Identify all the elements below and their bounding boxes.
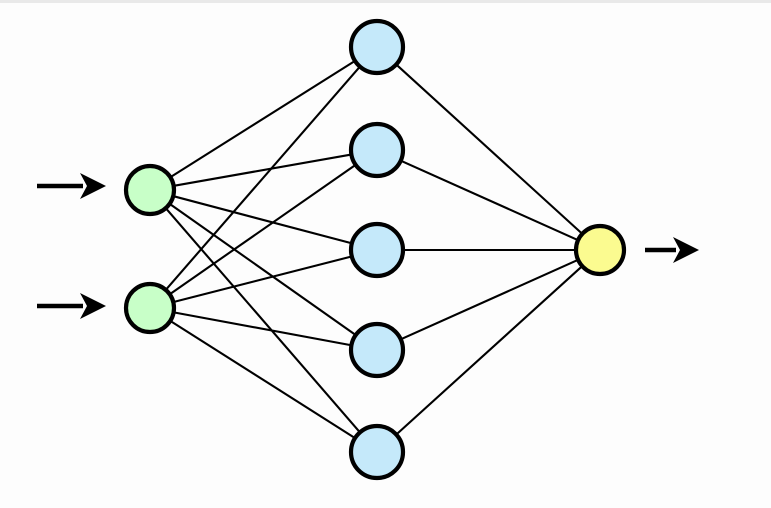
edge-input-2-to-hidden-5 [168, 319, 357, 440]
edge-input-2-to-hidden-1 [164, 65, 362, 292]
input-arrow-1-head [80, 173, 106, 199]
node-hidden-4[interactable] [348, 321, 406, 379]
edge-input-1-to-hidden-2 [172, 153, 353, 188]
input-arrow-2-head [80, 293, 106, 319]
io-arrows-group [37, 173, 699, 319]
node-output-1[interactable] [573, 223, 627, 277]
edge-input-1-to-hidden-1 [168, 59, 357, 179]
edge-input-2-to-hidden-4 [172, 311, 353, 347]
edge-hidden-4-to-output-1 [399, 258, 580, 341]
edge-hidden-2-to-output-1 [399, 159, 580, 242]
node-input-2[interactable] [123, 281, 177, 335]
node-hidden-5[interactable] [348, 423, 406, 481]
nodes-group [123, 18, 627, 481]
edge-input-2-to-hidden-2 [168, 163, 358, 296]
edge-input-2-to-hidden-3 [171, 255, 354, 304]
edge-input-1-to-hidden-3 [171, 194, 354, 245]
node-hidden-1[interactable] [348, 18, 406, 76]
output-arrow-1-head [673, 237, 699, 263]
node-hidden-2[interactable] [348, 121, 406, 179]
edge-input-1-to-hidden-5 [164, 206, 362, 434]
edge-hidden-5-to-output-1 [394, 264, 584, 437]
edge-input-1-to-hidden-4 [168, 202, 358, 337]
node-hidden-3[interactable] [348, 221, 406, 279]
edge-hidden-1-to-output-1 [394, 62, 584, 236]
edges-group [164, 59, 584, 440]
node-input-1[interactable] [123, 163, 177, 217]
